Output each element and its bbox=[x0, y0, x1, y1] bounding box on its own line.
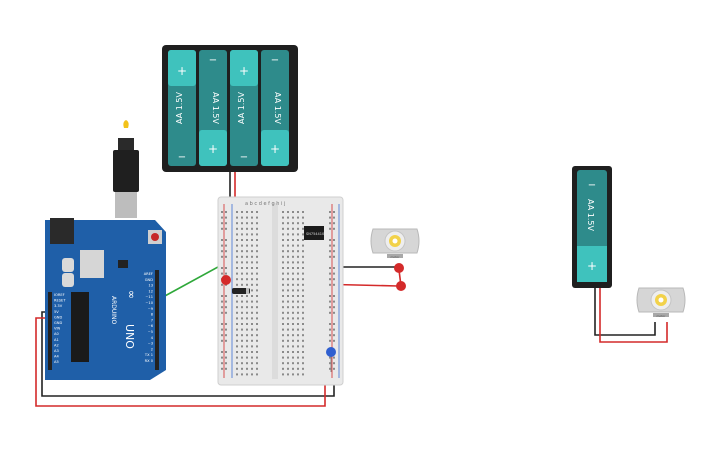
battery-single-label: AA 1.5V bbox=[586, 199, 595, 231]
battery-cell[interactable]: + − AA 1.5V bbox=[168, 50, 196, 166]
arduino-pin-label: GND bbox=[54, 321, 62, 325]
battery-single-plus: + bbox=[587, 259, 597, 273]
battery-cell-plus: + bbox=[270, 142, 280, 156]
arduino-pin-label: RESET bbox=[54, 299, 66, 303]
battery-cell[interactable]: + − AA 1.5V bbox=[230, 50, 258, 166]
battery-cell-label: AA 1.5V bbox=[237, 92, 246, 124]
arduino-pin-label: ~9 bbox=[148, 307, 154, 311]
voltage-regulator bbox=[80, 250, 104, 278]
arduino-pin-label: VIN bbox=[54, 327, 61, 331]
battery-cell-label: AA 1.5V bbox=[211, 92, 220, 124]
arduino-pin-label: A5 bbox=[54, 360, 59, 364]
header-left[interactable] bbox=[48, 292, 52, 370]
dc-motor-1[interactable]: motor bbox=[370, 228, 420, 259]
arduino-pin-label: ~11 bbox=[145, 295, 153, 299]
battery-cell[interactable]: + − AA 1.5V bbox=[261, 50, 289, 166]
diode[interactable] bbox=[232, 288, 250, 294]
junction-dot[interactable] bbox=[396, 281, 406, 291]
wire-power-red[interactable] bbox=[35, 317, 326, 407]
capacitor-2 bbox=[62, 273, 74, 287]
battery-cell-minus: − bbox=[271, 55, 279, 66]
breadboard-holes[interactable] bbox=[221, 211, 335, 376]
arduino-pin-label: 8 bbox=[151, 313, 154, 317]
battery-cell-label: AA 1.5V bbox=[175, 92, 184, 124]
arduino-pin-label: TX 1 bbox=[144, 353, 153, 357]
arduino-brand: ARDUINO bbox=[110, 296, 117, 325]
arduino-pin-label: IOREF bbox=[54, 293, 65, 297]
capacitor-1 bbox=[62, 258, 74, 272]
junction-dot[interactable] bbox=[221, 275, 231, 285]
arduino-pin-label: ~10 bbox=[145, 301, 153, 305]
battery-cell-minus: − bbox=[178, 152, 186, 163]
usb-plug-tip bbox=[123, 120, 129, 128]
battery-cell-label: AA 1.5V bbox=[273, 92, 282, 124]
arduino-pin-label: A0 bbox=[54, 332, 59, 336]
battery-cell-minus: − bbox=[240, 152, 248, 163]
usb-connector bbox=[115, 192, 137, 218]
junction-dot[interactable] bbox=[394, 263, 404, 273]
arduino-pin-label: A4 bbox=[54, 355, 59, 359]
wire-single-black[interactable] bbox=[594, 288, 656, 336]
battery-cell[interactable]: + − AA 1.5V bbox=[199, 50, 227, 166]
arduino-pin-label: GND bbox=[54, 315, 62, 319]
ic-chip[interactable]: SN754410 bbox=[304, 226, 324, 240]
arduino-pin-label: RX 0 bbox=[145, 359, 154, 363]
battery-single-aa[interactable]: − + AA 1.5V bbox=[572, 166, 612, 288]
ic-label: SN754410 bbox=[306, 232, 324, 236]
arduino-pin-label: 4 bbox=[151, 336, 154, 340]
usb-cable-plug[interactable] bbox=[113, 150, 139, 192]
arduino-pin-label: AREF bbox=[144, 272, 153, 276]
arduino-pin-label: ~3 bbox=[148, 342, 153, 346]
battery-cell-plus: + bbox=[177, 64, 187, 78]
arduino-pin-label: A2 bbox=[54, 343, 59, 347]
arduino-pin-label: ~5 bbox=[148, 330, 153, 334]
dc-motor-2[interactable]: motor bbox=[636, 287, 686, 318]
arduino-pin-label: 3.3V bbox=[54, 304, 63, 308]
breadboard-column-letters: a b c d e f g h i j bbox=[245, 201, 285, 207]
arduino-pin-label: 7 bbox=[151, 318, 153, 322]
motor-label: motor bbox=[390, 255, 400, 259]
battery-pack-4aa[interactable]: + − AA 1.5V + − AA 1.5V + − AA 1.5V + − AA 1.5V bbox=[162, 45, 298, 172]
battery-single-minus: − bbox=[588, 180, 596, 191]
wire-single-red[interactable] bbox=[599, 288, 668, 343]
arduino-pin-label: 13 bbox=[148, 284, 153, 288]
arduino-model: UNO bbox=[123, 324, 136, 349]
capacitor[interactable] bbox=[326, 347, 336, 372]
breadboard[interactable]: a b c d e f g h i j SN754410 bbox=[217, 196, 406, 386]
power-jack bbox=[50, 218, 74, 244]
header-right[interactable] bbox=[155, 270, 159, 370]
arduino-uno[interactable]: ∞ ARDUINO UNO IOREFRESET3.3V5VGNDGNDVINA… bbox=[45, 120, 166, 380]
battery-cell-plus: + bbox=[239, 64, 249, 78]
wire-ground-black[interactable] bbox=[41, 311, 335, 397]
infinity-logo-icon: ∞ bbox=[125, 290, 138, 299]
atmega-chip bbox=[71, 292, 89, 362]
arduino-pin-label: 2 bbox=[151, 347, 153, 351]
arduino-pin-label: 5V bbox=[54, 310, 59, 314]
arduino-pin-label: ~6 bbox=[148, 324, 154, 328]
battery-cell-plus: + bbox=[208, 142, 218, 156]
battery-cell-minus: − bbox=[209, 55, 217, 66]
motor-label: motor bbox=[656, 314, 666, 318]
arduino-pin-label: GND bbox=[145, 278, 153, 282]
arduino-pin-label: A1 bbox=[54, 338, 59, 342]
arduino-pin-label: A3 bbox=[54, 349, 59, 353]
arduino-pin-label: 12 bbox=[148, 289, 153, 293]
